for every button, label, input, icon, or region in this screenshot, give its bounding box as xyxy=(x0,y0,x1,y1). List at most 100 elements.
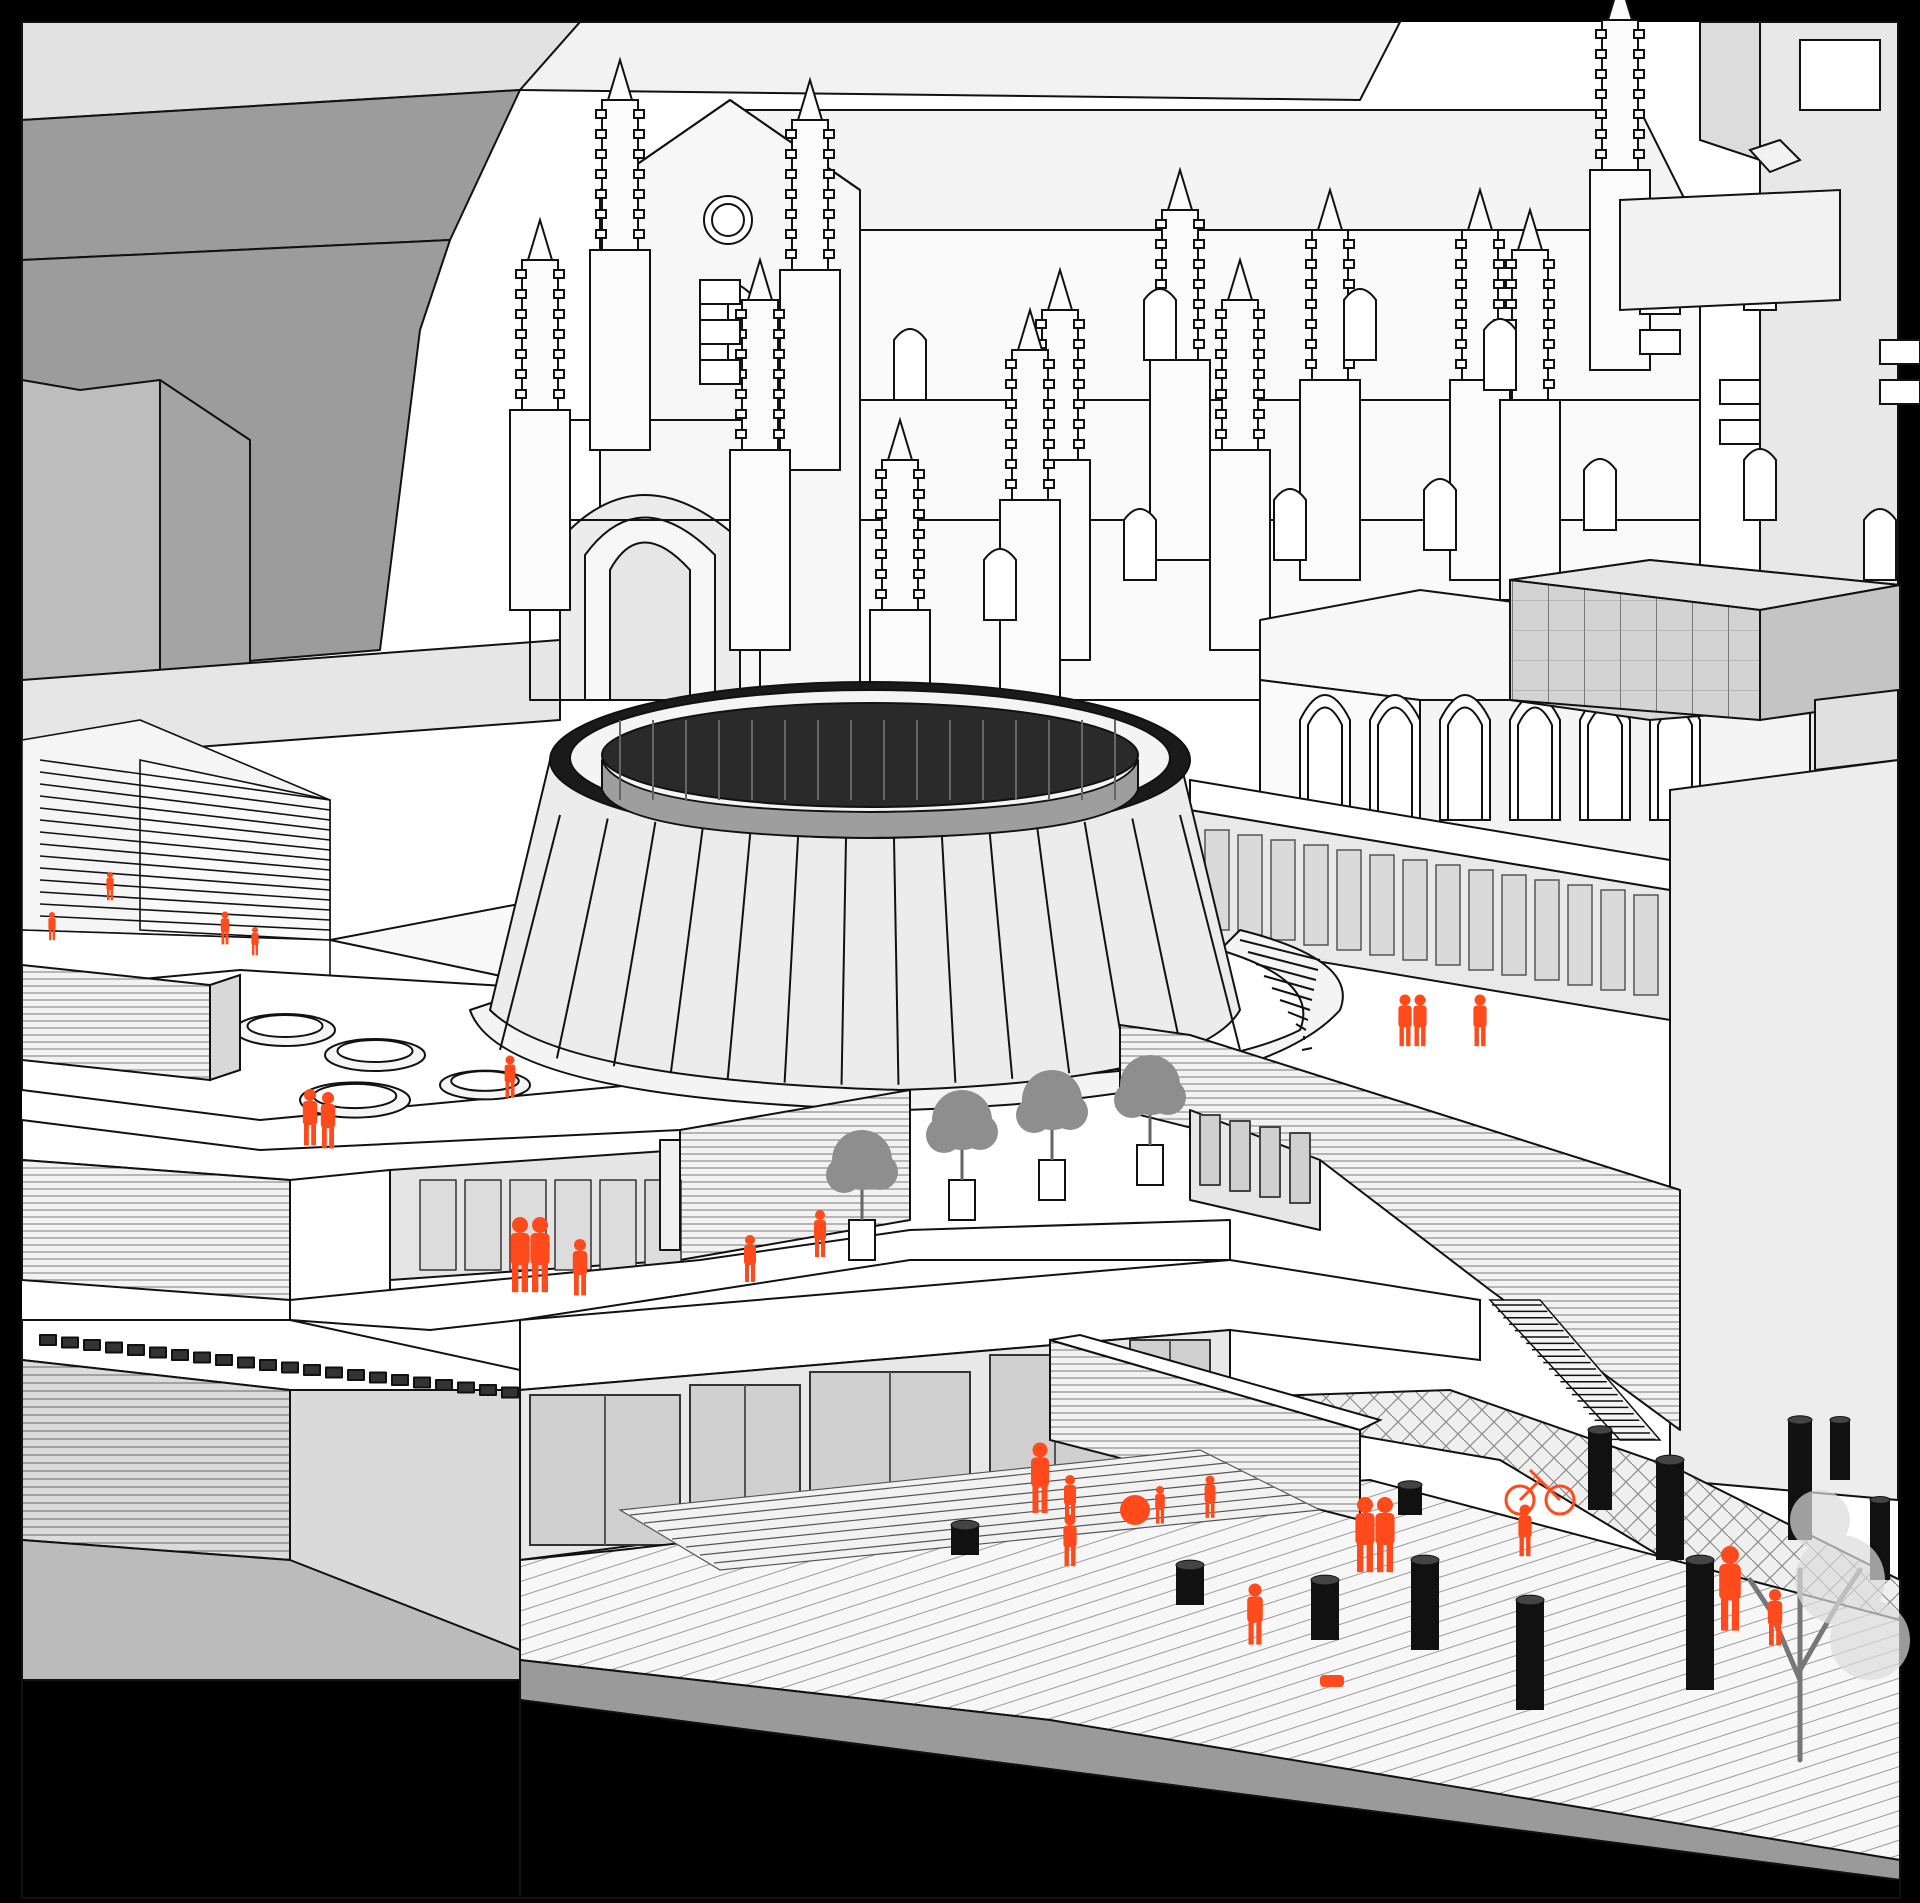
step-line xyxy=(39,867,331,891)
planter-inner xyxy=(336,1039,414,1063)
step-line xyxy=(39,831,331,861)
vent xyxy=(457,1381,475,1394)
vent xyxy=(39,1334,57,1346)
person xyxy=(48,912,56,941)
glass-pane xyxy=(1270,839,1296,941)
glass-pane xyxy=(1468,869,1494,971)
cone-rib xyxy=(612,821,657,1067)
potted-tree xyxy=(926,1090,998,1221)
person xyxy=(530,1217,550,1293)
arched-window xyxy=(1483,318,1517,391)
conical-rotunda xyxy=(469,681,1344,1111)
cone-rib xyxy=(726,827,752,1079)
glass-pane xyxy=(1567,884,1593,986)
window-block xyxy=(699,279,741,305)
cafe-window xyxy=(419,1179,457,1271)
cone-rib xyxy=(499,814,561,1051)
step-line xyxy=(39,915,331,931)
arch-inner xyxy=(1307,706,1343,820)
bollard xyxy=(1515,1594,1545,1710)
bridge-wall xyxy=(1119,1024,1681,1431)
vent xyxy=(105,1341,123,1354)
vent xyxy=(501,1386,519,1399)
ramp-step xyxy=(1255,963,1317,981)
herringbone-paving xyxy=(1149,1388,1901,1702)
bollard xyxy=(1410,1554,1440,1650)
tree-foliage xyxy=(1790,1490,1910,1680)
ramp-step xyxy=(1247,951,1319,971)
nave-windows xyxy=(699,238,1920,621)
potted-tree xyxy=(826,1130,898,1261)
right-grey-block xyxy=(1669,688,1899,1502)
bollard xyxy=(1397,1480,1423,1515)
person xyxy=(1204,1475,1216,1518)
person xyxy=(1398,994,1412,1047)
plaza-step xyxy=(629,1454,1211,1516)
cone-rib xyxy=(1035,824,1071,1074)
vent xyxy=(171,1349,189,1361)
vent xyxy=(435,1379,453,1391)
parapet-wall xyxy=(21,963,241,1082)
person xyxy=(1155,1486,1165,1524)
person xyxy=(744,1235,756,1282)
lower-left-block xyxy=(21,1319,521,1681)
small-dormer xyxy=(1619,138,1841,312)
bollard xyxy=(950,1519,980,1555)
vent xyxy=(149,1346,167,1359)
section-cut xyxy=(21,1679,1901,1899)
stepped-seating xyxy=(21,719,331,991)
glass-pane xyxy=(1600,889,1626,991)
glass-pane xyxy=(1534,879,1560,981)
cafe-window xyxy=(599,1179,637,1271)
cone-rib xyxy=(783,828,800,1083)
person xyxy=(220,911,230,945)
window-block xyxy=(1879,339,1920,365)
potted-tree xyxy=(1016,1070,1088,1201)
sunken-plaza xyxy=(519,1479,1901,1881)
church-pinnacles xyxy=(509,0,1651,811)
vent xyxy=(193,1351,211,1364)
black-posts xyxy=(950,1415,1891,1710)
window-block xyxy=(699,319,741,345)
person xyxy=(1767,1589,1783,1646)
window-block xyxy=(1879,379,1920,405)
arched-window xyxy=(893,328,927,401)
bridge-window xyxy=(1199,1114,1221,1186)
vent xyxy=(83,1339,101,1351)
plaza-step xyxy=(657,1470,1243,1532)
person xyxy=(814,1210,826,1257)
vent xyxy=(61,1336,79,1349)
ramp-step xyxy=(1287,1011,1309,1021)
ramp-step xyxy=(1279,999,1311,1011)
vent xyxy=(479,1384,497,1396)
person xyxy=(302,1089,318,1146)
glass-pane xyxy=(1633,894,1659,996)
step-line xyxy=(39,795,331,831)
step-line xyxy=(39,759,331,801)
person xyxy=(572,1239,588,1296)
person xyxy=(320,1092,336,1149)
cafe-window xyxy=(464,1179,502,1271)
arch-inner xyxy=(1517,706,1553,820)
pinnacle xyxy=(999,306,1061,701)
window-block xyxy=(1719,379,1761,405)
bollard xyxy=(1829,1416,1851,1480)
step-line xyxy=(39,807,331,841)
vent xyxy=(303,1364,321,1376)
pinnacle xyxy=(729,256,791,651)
glass-pane xyxy=(1402,859,1428,961)
ramp-step xyxy=(1301,1047,1313,1051)
bollard xyxy=(1587,1425,1613,1510)
person xyxy=(1064,1475,1076,1522)
skylight-roof xyxy=(1509,558,1901,722)
person xyxy=(251,927,259,956)
arched-window xyxy=(1743,448,1777,521)
vent xyxy=(369,1371,387,1384)
vent xyxy=(413,1376,431,1389)
glass-pane xyxy=(1501,874,1527,976)
arch-inner xyxy=(1447,706,1483,820)
ramp-step xyxy=(1239,939,1321,961)
pinnacle xyxy=(1149,166,1211,561)
